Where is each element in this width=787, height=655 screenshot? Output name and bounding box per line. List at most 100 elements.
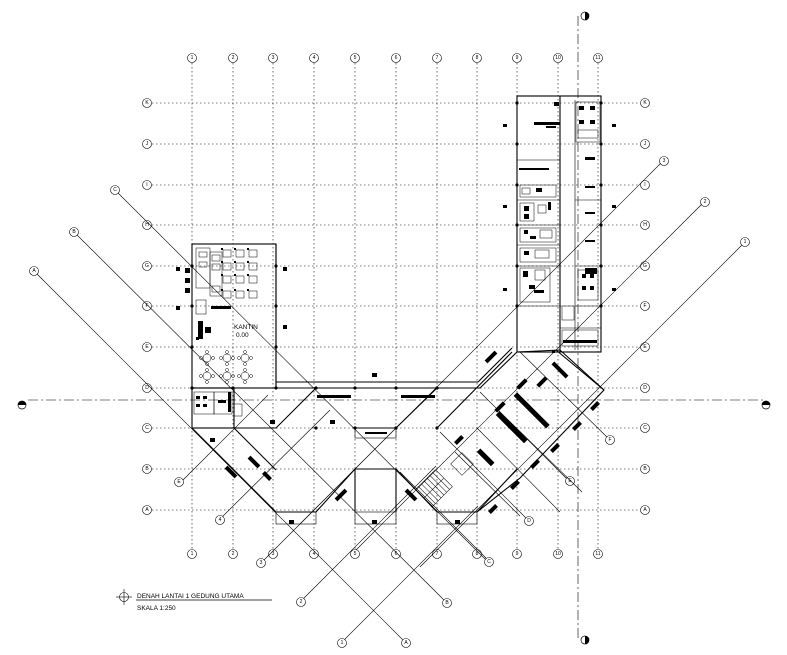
grid-bubble-3-bottom: 3 xyxy=(268,549,278,559)
diag-bubble-1-left-bottom: 1 xyxy=(337,638,347,648)
svg-text:6: 6 xyxy=(395,55,398,61)
svg-text:7: 7 xyxy=(436,551,439,557)
grid-bubble-H-right: H xyxy=(640,220,650,230)
grid-bubbles-left: K J I H G F E D C B A xyxy=(142,98,152,515)
svg-text:2: 2 xyxy=(704,199,707,205)
svg-text:2: 2 xyxy=(300,599,303,605)
svg-text:E: E xyxy=(177,479,181,485)
grid-bubble-E-right: E xyxy=(640,342,650,352)
svg-text:2: 2 xyxy=(232,551,235,557)
svg-text:1: 1 xyxy=(744,239,747,245)
diag-bubble-2-right: 2 xyxy=(700,197,710,207)
svg-text:3: 3 xyxy=(272,55,275,61)
grid-bubble-I-left: I xyxy=(142,180,152,190)
grid-bubble-1-top: 1 xyxy=(187,53,197,63)
grid-bubble-11-bottom: 11 xyxy=(593,549,603,559)
section-cut-lines xyxy=(17,11,771,645)
svg-text:C: C xyxy=(643,425,647,431)
grid-bubbles-right: K J I H G F E D C B A xyxy=(640,98,650,515)
svg-text:F: F xyxy=(145,303,148,309)
grid-bubble-A-right: A xyxy=(640,505,650,515)
svg-text:7: 7 xyxy=(436,55,439,61)
svg-text:C: C xyxy=(113,187,117,193)
svg-text:H: H xyxy=(145,222,149,228)
svg-text:10: 10 xyxy=(555,55,561,61)
svg-text:10: 10 xyxy=(555,551,561,557)
svg-text:B: B xyxy=(145,466,149,472)
svg-text:A: A xyxy=(643,507,647,513)
diag-bubble-A-left: A xyxy=(29,266,39,276)
svg-text:3: 3 xyxy=(663,158,666,164)
grid-bubble-3-top: 3 xyxy=(268,53,278,63)
diag-bubble-A-right-bottom: A xyxy=(401,638,411,648)
diag-bubble-C-left: C xyxy=(110,185,120,195)
svg-text:6: 6 xyxy=(395,551,398,557)
diag-bubble-B-left: B xyxy=(69,227,79,237)
svg-text:5: 5 xyxy=(354,55,357,61)
svg-text:A: A xyxy=(145,507,149,513)
kantin-furniture xyxy=(185,247,258,417)
svg-text:8: 8 xyxy=(476,55,479,61)
diag-bubble-C-right-bottom: C xyxy=(484,557,494,567)
svg-text:D: D xyxy=(527,518,531,524)
grid-bubble-4-top: 4 xyxy=(309,53,319,63)
svg-text:I: I xyxy=(644,182,645,188)
grid-bubble-2-top: 2 xyxy=(228,53,238,63)
svg-text:E: E xyxy=(145,344,149,350)
section-marker-right xyxy=(761,400,771,410)
grid-bubble-9-top: 9 xyxy=(512,53,522,63)
diag-bubble-4-left-bottom: 4 xyxy=(215,515,225,525)
grid-bubble-10-top: 10 xyxy=(553,53,563,63)
grid-bubble-6-bottom: 6 xyxy=(391,549,401,559)
grid-bubble-I-right: I xyxy=(640,180,650,190)
svg-text:A: A xyxy=(32,268,36,274)
svg-text:C: C xyxy=(487,559,491,565)
grid-bubble-D-right: D xyxy=(640,383,650,393)
grid-bubble-B-right: B xyxy=(640,464,650,474)
grid-bubble-H-left: H xyxy=(142,220,152,230)
grid-bubble-7-top: 7 xyxy=(432,53,442,63)
grid-bubbles-bottom: 1 2 3 4 5 6 7 8 9 10 11 xyxy=(187,549,603,559)
grid-bubble-5-top: 5 xyxy=(350,53,360,63)
diag-bubble-E-left-bottom: E xyxy=(174,477,184,487)
grid-bubble-D-left: D xyxy=(142,383,152,393)
svg-text:11: 11 xyxy=(595,55,600,61)
svg-text:B: B xyxy=(643,466,647,472)
svg-text:8: 8 xyxy=(476,551,479,557)
section-marker-bottom xyxy=(580,635,590,645)
diag-bubble-3-right: 3 xyxy=(659,156,669,166)
svg-text:F: F xyxy=(643,303,646,309)
svg-text:B: B xyxy=(72,229,76,235)
svg-text:C: C xyxy=(145,425,149,431)
svg-text:4: 4 xyxy=(313,551,316,557)
grid-bubbles-top: 1 2 3 4 5 6 7 8 9 10 11 xyxy=(187,53,603,63)
columns xyxy=(190,101,603,430)
svg-text:3: 3 xyxy=(260,560,263,566)
grid-bubble-K-right: K xyxy=(640,98,650,108)
svg-text:F: F xyxy=(608,437,611,443)
grid-bubble-F-right: F xyxy=(640,301,650,311)
svg-text:1: 1 xyxy=(341,640,344,646)
svg-text:4: 4 xyxy=(219,517,222,523)
svg-text:1: 1 xyxy=(191,551,194,557)
diag-bubble-2-left-bottom: 2 xyxy=(296,597,306,607)
grid-bubble-7-bottom: 7 xyxy=(432,549,442,559)
grid-bubble-C-left: C xyxy=(142,423,152,433)
svg-text:J: J xyxy=(146,141,149,147)
grid-bubble-8-top: 8 xyxy=(472,53,482,63)
drawing-scale: SKALA 1:250 xyxy=(137,605,176,612)
svg-text:E: E xyxy=(643,344,647,350)
grid-bubble-11-top: 11 xyxy=(593,53,603,63)
staircase xyxy=(415,469,453,507)
svg-text:3: 3 xyxy=(272,551,275,557)
grid-bubble-5-bottom: 5 xyxy=(350,549,360,559)
diagonal-bubbles: C B A E 4 3 2 1 3 2 1 F E D C B A xyxy=(29,156,750,648)
grid-bubble-C-right: C xyxy=(640,423,650,433)
grid-bubble-8-bottom: 8 xyxy=(472,549,482,559)
svg-text:J: J xyxy=(644,141,647,147)
grid-bubble-9-bottom: 9 xyxy=(512,549,522,559)
svg-text:I: I xyxy=(146,182,147,188)
room-name: KANTIN xyxy=(234,324,258,331)
grid-bubble-J-left: J xyxy=(142,139,152,149)
grid-bubble-G-right: G xyxy=(640,261,650,271)
